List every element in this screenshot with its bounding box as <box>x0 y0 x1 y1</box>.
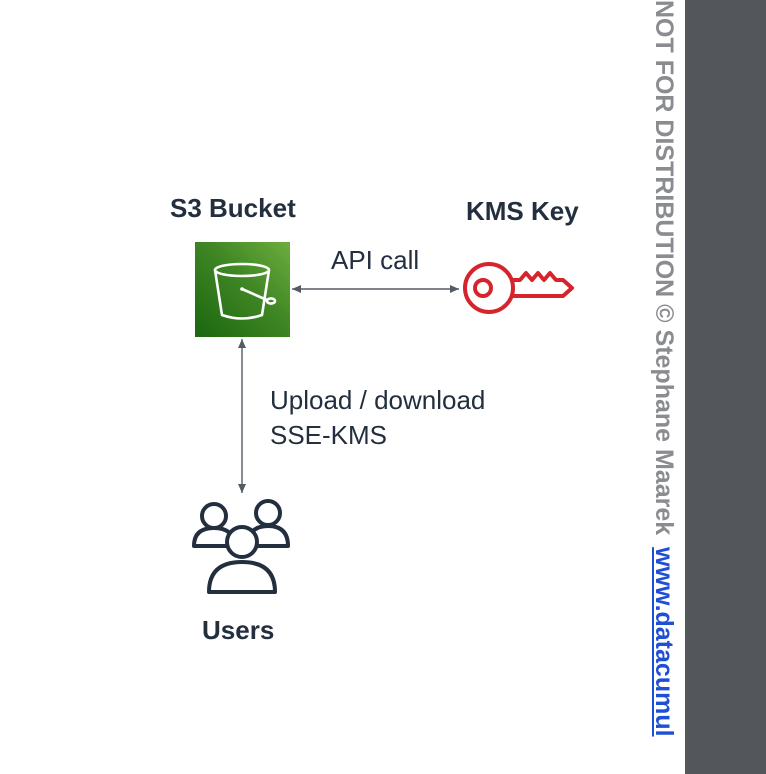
side-panel <box>685 0 766 774</box>
sse-kms-label: SSE-KMS <box>270 420 388 450</box>
users-label: Users <box>202 615 275 645</box>
users-icon <box>192 499 290 594</box>
s3-bucket-node <box>195 242 290 337</box>
kms-key-label: KMS Key <box>466 196 579 226</box>
watermark: NOT FOR DISTRIBUTION © Stephane Maarek ww… <box>646 0 682 774</box>
s3-bucket-icon <box>213 262 277 320</box>
watermark-text: NOT FOR DISTRIBUTION © Stephane Maarek <box>650 0 678 536</box>
watermark-link[interactable]: www.datacumul <box>650 547 678 737</box>
key-icon <box>463 262 574 314</box>
s3-bucket-label: S3 Bucket <box>170 193 296 223</box>
upload-download-label: Upload / download <box>270 385 486 415</box>
api-call-label: API call <box>331 245 420 275</box>
